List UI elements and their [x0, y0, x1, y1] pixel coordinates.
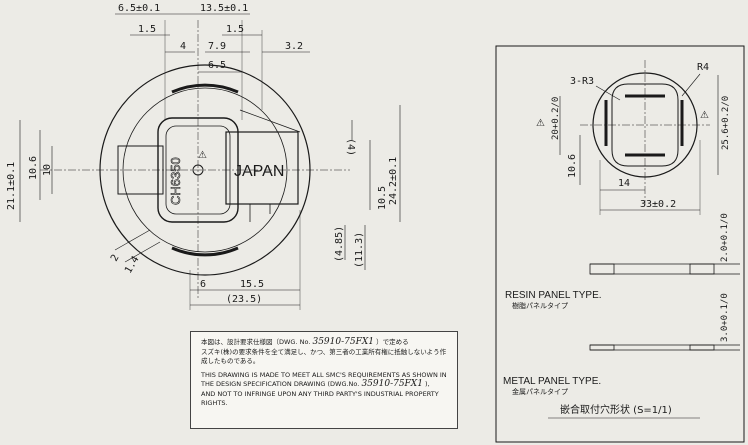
dim-4-85: (4.85)	[334, 226, 345, 262]
svg-text:⚠: ⚠	[536, 118, 545, 129]
dim-1-4: 1.4	[123, 254, 142, 275]
bottom-slot	[171, 246, 239, 257]
dim-10-6: 10.6	[28, 156, 39, 180]
notice-en: THIS DRAWING IS MADE TO MEET ALL SMC'S R…	[201, 370, 447, 408]
resin-panel-subtitle: 樹脂パネルタイプ	[512, 301, 568, 310]
dim-21-1: 21.1±0.1	[6, 162, 17, 210]
resin-panel-title: RESIN PANEL TYPE.	[505, 290, 602, 301]
dwg-number-en: 35910-75FX1	[361, 379, 423, 389]
dim-7-9: 7.9	[208, 41, 226, 52]
dim-33: 33±0.2	[640, 199, 676, 210]
japan-label: JAPAN	[234, 163, 284, 180]
cutout-square	[611, 83, 679, 167]
dim-23-5: (23.5)	[226, 294, 262, 305]
dim-14: 14	[618, 178, 630, 189]
dim-3-2: 3.2	[285, 41, 303, 52]
warning-icon: ⚠	[198, 150, 207, 161]
dim-1-5-a: 1.5	[138, 24, 156, 35]
notice-jp: 本図は、設計要求仕様図（DWG. No. 35910-75FX1 ）で定める ス…	[201, 337, 447, 365]
dim-20: 20+0.2/0	[551, 97, 561, 140]
dim-6-5-inner: 6.5	[208, 60, 226, 71]
right-panel-frame	[495, 45, 745, 443]
right-view: 3-R3 R4 20+0.2/0 25.6+0.2/0 10.6 14 33±0…	[495, 45, 745, 443]
dim-13-5: 13.5±0.1	[200, 3, 248, 14]
dim-metal-thickness: 3.0+0.1/0	[720, 293, 730, 342]
dim-6-5: 6.5±0.1	[118, 3, 160, 14]
notice-box: 本図は、設計要求仕様図（DWG. No. 35910-75FX1 ）で定める ス…	[190, 331, 458, 429]
dim-4-paren: (4)	[345, 138, 356, 156]
svg-text:⚠: ⚠	[700, 110, 709, 121]
dim-10-5: 10.5	[377, 186, 388, 210]
dim-6: 6	[200, 279, 206, 290]
dim-4: 4	[180, 41, 186, 52]
dim-resin-thickness: 2.0+0.1/0	[720, 213, 730, 262]
dim-11-3: (11.3)	[354, 232, 365, 268]
connector-body	[225, 131, 299, 205]
dim-15-5: 15.5	[240, 279, 264, 290]
dim-1-5-b: 1.5	[226, 24, 244, 35]
dim-25-6: 25.6+0.2/0	[721, 96, 731, 150]
figure-caption: 嵌合取付穴形状 (S=1/1)	[560, 403, 672, 416]
metal-panel-subtitle: 金属パネルタイプ	[512, 387, 568, 396]
dwg-number-jp: 35910-75FX1	[312, 337, 374, 347]
dim-10: 10	[42, 164, 53, 176]
metal-panel-title: METAL PANEL TYPE.	[503, 376, 601, 387]
dim-24-2: 24.2±0.1	[388, 157, 399, 205]
dim-2: 2	[109, 253, 122, 264]
top-slot	[171, 83, 239, 94]
part-mark: CH6350	[168, 157, 183, 205]
left-view: 6.5±0.1 13.5±0.1 1.5 1.5 4 7.9 3.2 6.5 2…	[6, 3, 401, 310]
callout-r4: R4	[697, 62, 709, 73]
housing-inner-circle	[122, 87, 288, 253]
callout-3-r3: 3-R3	[570, 76, 594, 87]
dim-10-6-r: 10.6	[567, 154, 578, 178]
